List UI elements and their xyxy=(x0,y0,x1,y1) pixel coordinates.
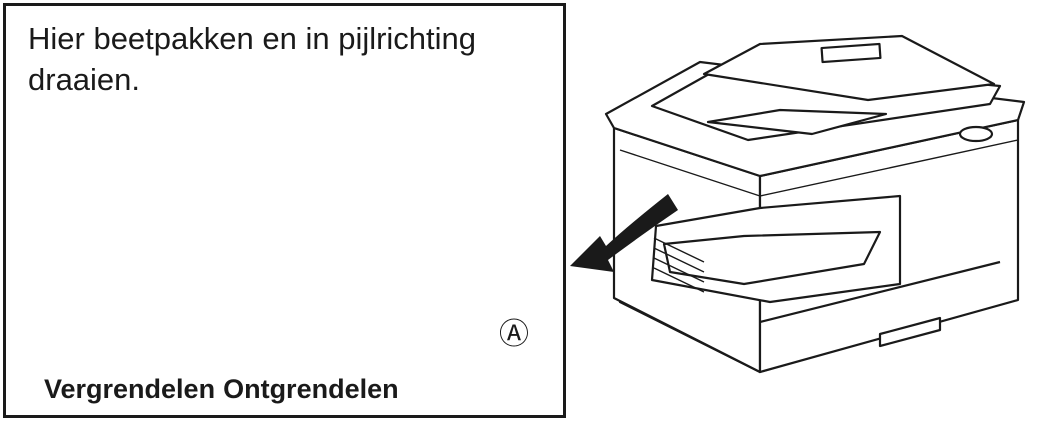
instruction-line-1: Hier beetpakken en in pijlrichting xyxy=(28,21,477,56)
copier-latch xyxy=(820,42,882,64)
copier-button xyxy=(958,125,994,143)
callout-marker: Ⓐ xyxy=(499,318,529,351)
instruction-text: Hier beetpakken en in pijlrichting draai… xyxy=(28,18,548,100)
instruction-line-2: draaien. xyxy=(28,62,141,97)
curved-arrow-icon xyxy=(570,194,678,272)
caption-lock: Vergrendelen xyxy=(44,374,216,404)
copier-output-tray xyxy=(662,230,882,286)
copier-tray-top xyxy=(706,108,888,136)
copier-vent xyxy=(653,237,705,293)
instruction-panel: Hier beetpakken en in pijlrichting draai… xyxy=(3,3,566,418)
caption-unlock: Ontgrendelen xyxy=(223,374,399,404)
copier-illustration xyxy=(604,34,1026,374)
copier-feeder-lid xyxy=(702,34,996,102)
copier-cassette xyxy=(759,260,1001,348)
copier-trim xyxy=(619,139,1019,197)
